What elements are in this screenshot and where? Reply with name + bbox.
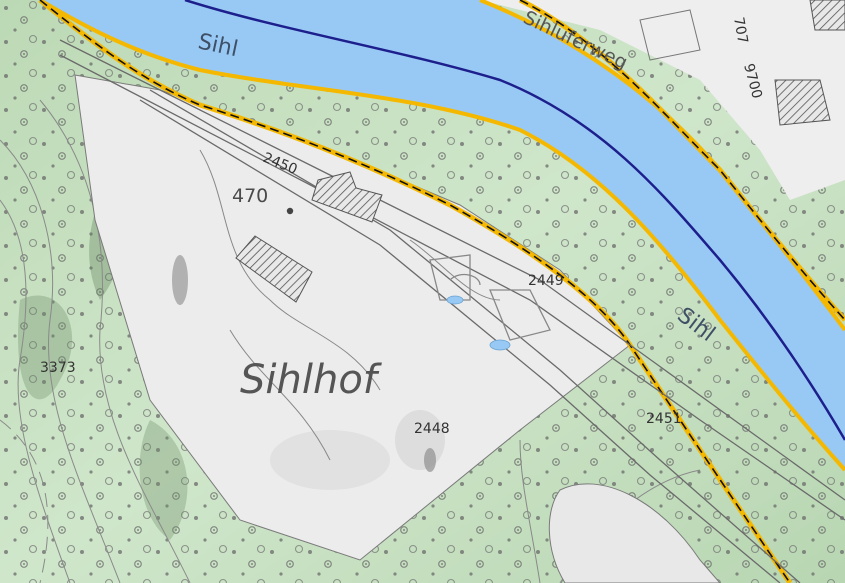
river-centerline: [184, 0, 845, 441]
boundary-dashed-left-dash: [39, 0, 791, 583]
elevation-point: [286, 207, 294, 215]
building-main: [235, 235, 313, 303]
garden-paths: [429, 254, 551, 341]
parcel-2448: 2448: [414, 421, 450, 437]
river-sihl-body: [40, 0, 845, 470]
parcel-2449: 2449: [528, 273, 564, 289]
field-lower-right: [548, 483, 721, 583]
building-ne-3: [639, 9, 701, 61]
building-ne-1: [774, 79, 831, 126]
footpaths: [199, 149, 541, 583]
elevation-label: 470: [232, 185, 268, 207]
built-area-top-right: [480, 0, 845, 200]
building-ne-2: [809, 0, 845, 31]
parcel-707: 707: [730, 16, 750, 45]
building-north: [311, 171, 383, 223]
boundary-dashed-right-dash: [519, 0, 845, 321]
parcel-3373: 3373: [40, 360, 76, 376]
parcel-2451: 2451: [646, 411, 682, 427]
river-bank-left: [38, 0, 845, 472]
pond-features: [446, 295, 511, 351]
railway-lines: [59, 39, 845, 583]
place-label-sihlhof: Sihlhof: [240, 357, 383, 403]
